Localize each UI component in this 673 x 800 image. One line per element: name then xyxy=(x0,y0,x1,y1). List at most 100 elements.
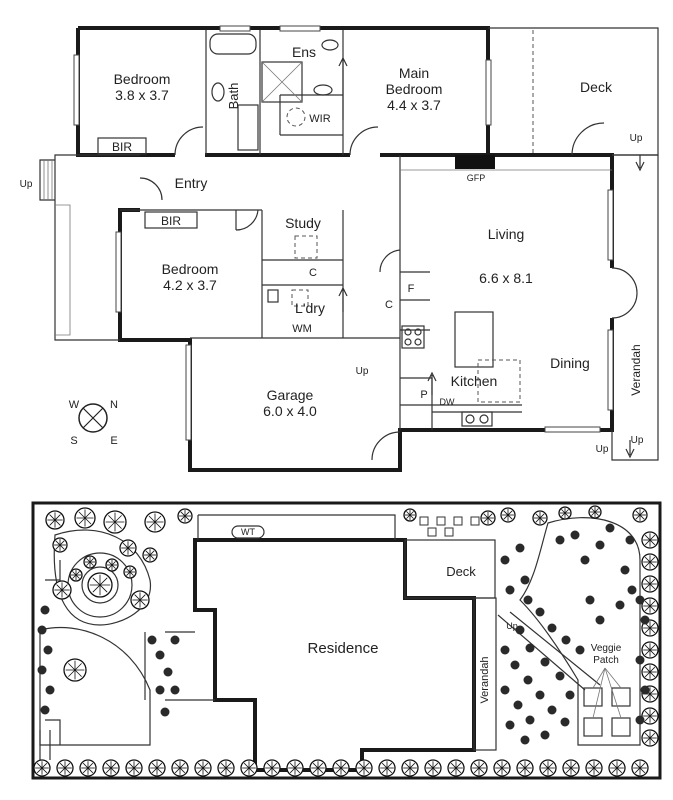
room-label-entry: Entry xyxy=(175,175,208,191)
laundry-tub xyxy=(267,289,279,303)
shrub-icon xyxy=(547,623,557,633)
interior-walls xyxy=(120,30,522,430)
shrub-icon xyxy=(505,720,515,730)
door-swing xyxy=(611,267,638,319)
shrub-icon xyxy=(523,675,533,685)
tree-icon xyxy=(585,759,603,777)
tree-icon xyxy=(641,531,659,549)
tree-icon xyxy=(123,565,137,579)
shrub-icon xyxy=(640,615,650,625)
tree-icon xyxy=(424,759,442,777)
window xyxy=(219,25,251,32)
shrub-icon xyxy=(515,625,525,635)
room-label-dining: Dining xyxy=(550,355,590,371)
tree-icon xyxy=(632,507,648,523)
tree-icon xyxy=(74,507,96,529)
shower xyxy=(261,61,303,103)
site-verandah xyxy=(473,597,497,751)
dining-table xyxy=(477,359,521,403)
porch-outline xyxy=(39,154,140,341)
shrub-icon xyxy=(561,635,571,645)
shrub-icon xyxy=(155,685,165,695)
shrub-icon xyxy=(565,690,575,700)
site-label-veggie-1: Veggie xyxy=(591,643,622,654)
room-label-study: Study xyxy=(285,215,321,231)
shrub-icon xyxy=(505,585,515,595)
site-label-veggie-2: Patch xyxy=(593,655,619,666)
fixture-label-wm: WM xyxy=(292,323,312,335)
shrub-icon xyxy=(155,650,165,660)
shrub-icon xyxy=(500,645,510,655)
porch-steps xyxy=(43,160,71,336)
shrub-icon xyxy=(37,665,47,675)
shrub-icon xyxy=(575,645,585,655)
tree-icon xyxy=(641,729,659,747)
shrub-icon xyxy=(625,535,635,545)
room-label-laundry: L'dry xyxy=(295,300,325,316)
shrub-icon xyxy=(500,555,510,565)
room-size-bedroom-nw: 3.8 x 3.7 xyxy=(115,87,169,103)
shrub-icon xyxy=(43,645,53,655)
shrub-icon xyxy=(555,535,565,545)
shrub-icon xyxy=(640,685,650,695)
shrub-icon xyxy=(540,657,550,667)
fixture-label-cupboard-kitchen: C xyxy=(385,299,393,311)
tree-icon xyxy=(63,658,87,682)
room-label-verandah: Verandah xyxy=(629,344,643,395)
kitchen-island xyxy=(454,311,494,368)
tree-icon xyxy=(286,759,304,777)
shrub-icon xyxy=(170,685,180,695)
shrub-icon xyxy=(560,717,570,727)
window xyxy=(279,25,321,32)
fixture-label-fridge: F xyxy=(408,283,415,295)
window xyxy=(115,231,122,313)
step-label-garage: Up xyxy=(356,366,369,377)
bathtub xyxy=(209,33,257,55)
step-label-verandah-2: Up xyxy=(596,444,609,455)
veggie-square xyxy=(583,717,603,737)
toilet-icon xyxy=(211,82,225,102)
compass-w: W xyxy=(69,399,80,411)
shrub-icon xyxy=(570,530,580,540)
tree-icon xyxy=(470,759,488,777)
sink-bowl xyxy=(479,414,489,424)
shrub-icon xyxy=(500,685,510,695)
tree-icon xyxy=(240,759,258,777)
veggie-square xyxy=(611,687,631,707)
shrub-icon xyxy=(520,575,530,585)
shrub-icon xyxy=(160,707,170,717)
tree-icon xyxy=(641,641,659,659)
door-swing xyxy=(379,249,401,273)
shrub-icon xyxy=(40,705,50,715)
shrub-icon xyxy=(627,585,637,595)
tree-icon xyxy=(608,759,626,777)
burner xyxy=(404,338,412,346)
shrub-icon xyxy=(525,715,535,725)
tree-icon xyxy=(500,507,516,523)
door-swing xyxy=(235,209,259,231)
tree-icon xyxy=(641,575,659,593)
room-size-living: 6.6 x 8.1 xyxy=(479,270,533,286)
tree-icon xyxy=(177,508,193,524)
tree-icon xyxy=(83,555,97,569)
room-label-kitchen: Kitchen xyxy=(451,373,498,389)
door-swing xyxy=(371,431,401,461)
garden-path xyxy=(45,514,396,745)
shrub-icon xyxy=(620,565,630,575)
shrub-icon xyxy=(515,543,525,553)
laundry-fitting xyxy=(291,289,309,307)
study-fitting xyxy=(294,235,318,259)
lawn-outline-2 xyxy=(39,626,151,746)
step-label-entry: Up xyxy=(20,179,33,190)
gate xyxy=(39,730,51,760)
compass xyxy=(78,403,108,433)
fixture-label-bir-mid: BIR xyxy=(161,214,181,228)
window xyxy=(485,59,492,126)
shrub-icon xyxy=(163,667,173,677)
tree-icon xyxy=(217,759,235,777)
site-boundary xyxy=(31,501,662,780)
stair-arrow xyxy=(338,286,348,312)
room-label-garage: Garage xyxy=(267,387,314,403)
shrub-icon xyxy=(525,643,535,653)
window xyxy=(607,189,614,261)
